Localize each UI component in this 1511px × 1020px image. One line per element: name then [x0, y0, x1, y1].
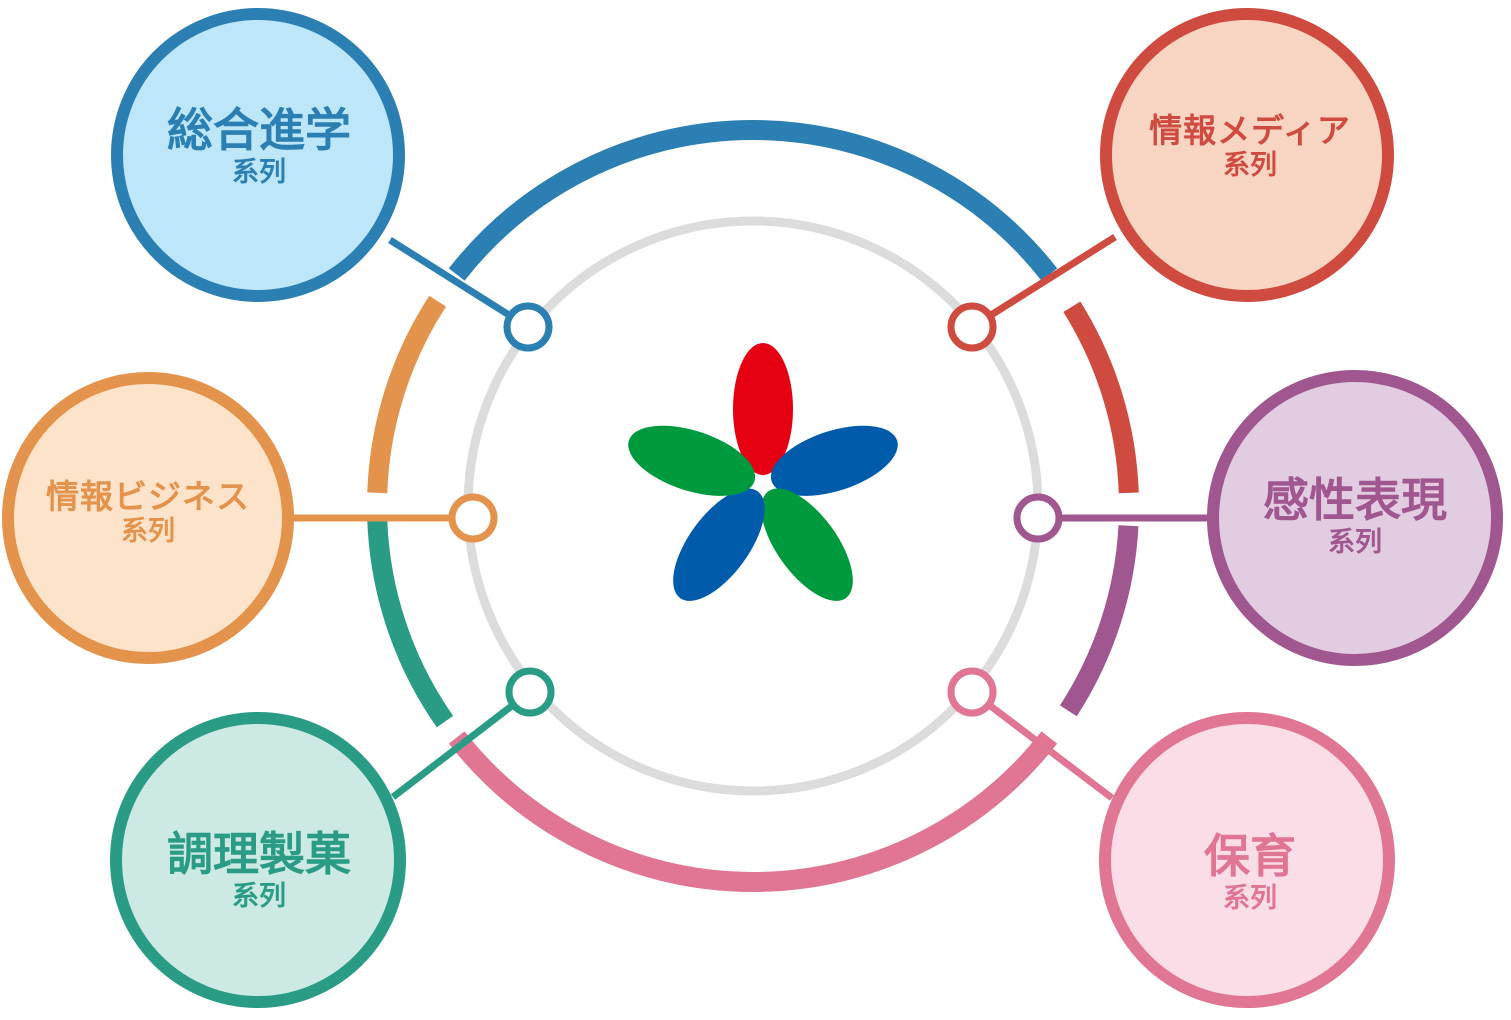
- series-nodes: [2, 8, 1503, 1008]
- node-subtitle: 系列: [1223, 149, 1277, 181]
- node-title: 保育: [1204, 829, 1296, 883]
- connector-line-chori: [390, 689, 533, 800]
- outer-arc-sogo: [448, 120, 1058, 281]
- node-circle-jmedia[interactable]: [1100, 8, 1394, 302]
- outer-arc-jmedia: [1063, 301, 1139, 494]
- logo-petal-left: [628, 425, 756, 496]
- connector-dot-sogo: [503, 302, 553, 352]
- connector-dot-hoiku: [947, 667, 997, 717]
- node-circle-hoiku[interactable]: [1099, 712, 1395, 1008]
- node-label-chori: 調理製菓 系列: [104, 828, 414, 912]
- node-title: 調理製菓: [167, 827, 351, 881]
- node-subtitle: 系列: [121, 515, 175, 547]
- outer-arc-jbiz: [367, 295, 447, 494]
- connector-dot-kansei: [1013, 493, 1063, 543]
- outer-ring: [367, 120, 1139, 892]
- node-circle-jbiz[interactable]: [2, 372, 294, 664]
- outer-arc-hoiku: [448, 731, 1058, 892]
- node-label-jmedia: 情報メディア 系列: [1095, 112, 1405, 181]
- node-title: 感性表現: [1263, 473, 1447, 527]
- logo-petal-lower-right: [761, 488, 853, 601]
- node-label-hoiku: 保育 系列: [1095, 830, 1405, 914]
- node-title: 情報メディア: [1149, 111, 1351, 150]
- connector-line-jmedia: [970, 234, 1117, 330]
- node-subtitle: 系列: [1223, 882, 1277, 914]
- connector-line-sogo: [388, 237, 530, 330]
- logo-petal-lower-left: [673, 488, 765, 601]
- connector-line-hoiku: [969, 689, 1115, 801]
- connectors: [294, 234, 1207, 801]
- node-circle-chori[interactable]: [110, 712, 406, 1008]
- logo-petal-top: [733, 343, 793, 475]
- node-label-jbiz: 情報ビジネス 系列: [0, 478, 296, 547]
- node-circle-sogo[interactable]: [111, 8, 405, 302]
- connector-dot-jbiz: [448, 493, 498, 543]
- school-logo-icon: [628, 343, 898, 601]
- node-subtitle: 系列: [232, 156, 286, 188]
- node-subtitle: 系列: [1328, 526, 1382, 558]
- node-subtitle: 系列: [232, 880, 286, 912]
- node-title: 情報ビジネス: [46, 477, 250, 516]
- node-label-kansei: 感性表現 系列: [1205, 474, 1505, 558]
- node-circle-kansei[interactable]: [1207, 370, 1503, 666]
- connector-dot-jmedia: [947, 302, 997, 352]
- connector-dot-chori: [505, 667, 555, 717]
- node-label-sogo: 総合進学 系列: [104, 104, 414, 188]
- outer-arc-chori: [367, 518, 454, 728]
- outer-arc-kansei: [1059, 525, 1139, 717]
- node-title: 総合進学: [167, 103, 351, 157]
- logo-petal-right: [770, 425, 898, 496]
